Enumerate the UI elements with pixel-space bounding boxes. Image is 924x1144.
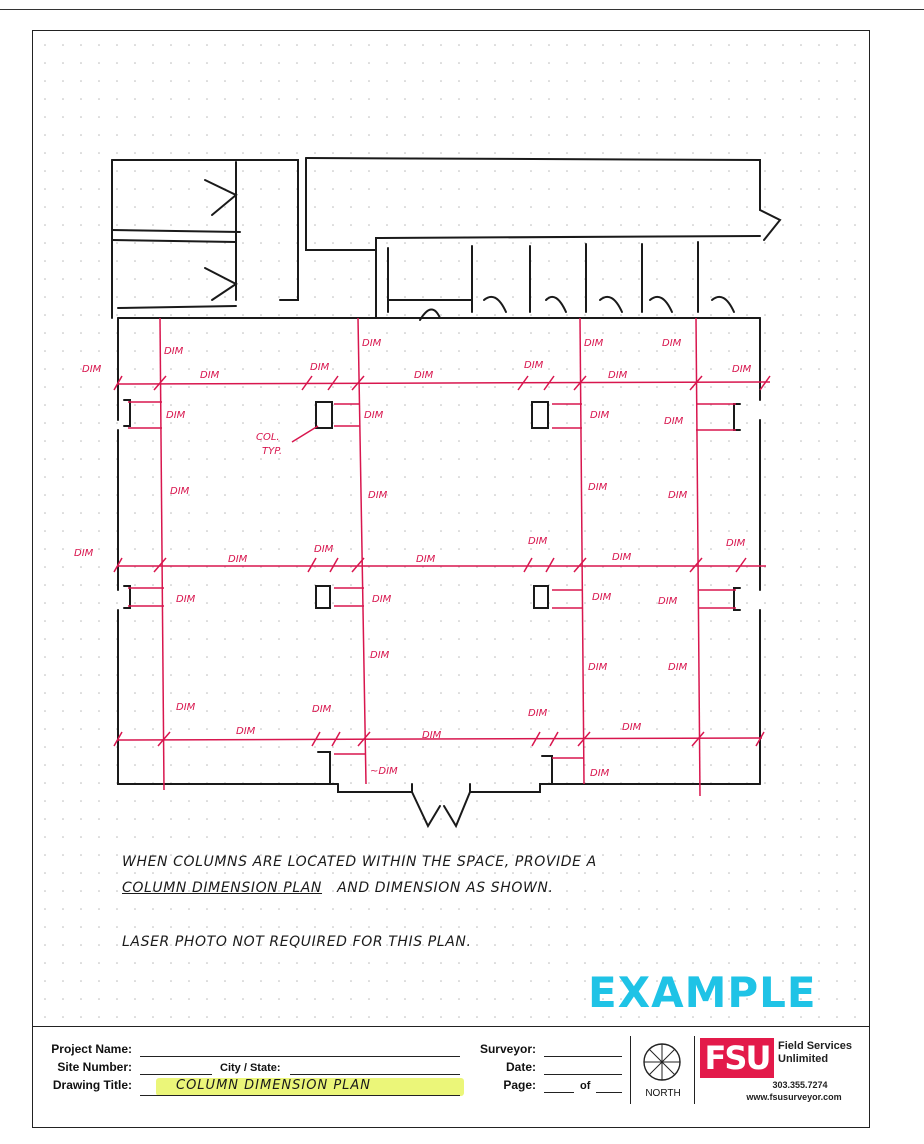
drawing-title-line (140, 1095, 460, 1096)
dim-label: DIM (664, 416, 684, 427)
city-state-line (290, 1074, 460, 1075)
dim-label: DIM (588, 662, 608, 673)
company-name-line-2: Unlimited (778, 1053, 829, 1065)
dim-label: DIM (362, 338, 382, 349)
note-line-3: LASER PHOTO NOT REQUIRED FOR THIS PLAN. (122, 934, 472, 950)
dim-label: DIM (176, 594, 196, 605)
grid-line-v3 (579, 317, 585, 785)
dim-label: DIM (528, 536, 548, 547)
north-arrow-icon (643, 1043, 681, 1081)
dim-label: DIM (166, 410, 186, 421)
project-name-label: Project Name: (51, 1042, 132, 1056)
callout-col: COL. (256, 432, 280, 443)
dim-label: DIM (588, 482, 608, 493)
grid-line-h3 (117, 737, 763, 741)
surveyor-label: Surveyor: (479, 1042, 536, 1056)
date-label: Date: (505, 1060, 536, 1074)
dim-label: DIM (608, 370, 628, 381)
of-label: of (580, 1080, 591, 1092)
dim-label: DIM (524, 360, 544, 371)
dim-label: DIM (414, 370, 434, 381)
dim-label: DIM (312, 704, 332, 715)
dim-label: DIM (668, 662, 688, 673)
page-top-rule (0, 9, 924, 10)
drawing-title-value: COLUMN DIMENSION PLAN (176, 1078, 372, 1093)
dim-label: DIM (612, 552, 632, 563)
dim-label: DIM (228, 554, 248, 565)
dot-grid (34, 32, 868, 1026)
callout-typ: TYP. (262, 446, 282, 457)
north-label: NORTH (645, 1088, 681, 1099)
dim-label: DIM (662, 338, 682, 349)
dim-label: DIM (200, 370, 220, 381)
drawing-title-highlight (156, 1078, 464, 1096)
dim-label: DIM (416, 554, 436, 565)
dim-label: DIM (176, 702, 196, 713)
example-stamp: EXAMPLE (588, 968, 817, 1017)
grid-line-h1 (117, 381, 771, 385)
drawing-title-label: Drawing Title: (52, 1078, 132, 1092)
dim-label: DIM (584, 338, 604, 349)
dim-label: DIM (732, 364, 752, 375)
dim-label-approx: ~DIM (370, 766, 398, 777)
project-name-line (140, 1056, 460, 1057)
title-block (32, 1026, 870, 1128)
sheet-border (32, 30, 870, 1128)
site-number-line (140, 1074, 212, 1075)
dim-label: DIM (528, 708, 548, 719)
dim-label: DIM (368, 490, 388, 501)
page-line-2 (596, 1092, 622, 1093)
dim-label: DIM (590, 410, 610, 421)
grid-line-v4 (695, 317, 701, 797)
company-phone: 303.355.7274 (772, 1080, 828, 1090)
note-underlined-phrase: COLUMN DIMENSION PLAN (122, 880, 323, 896)
site-number-label: Site Number: (57, 1060, 132, 1074)
dim-label: DIM (236, 726, 256, 737)
note-line-1: WHEN COLUMNS ARE LOCATED WITHIN THE SPAC… (122, 854, 597, 870)
dim-label: DIM (590, 768, 610, 779)
company-name: Field Services Unlimited (778, 1040, 868, 1066)
company-website: www.fsusurveyor.com (746, 1092, 842, 1102)
walls (111, 157, 782, 829)
page-line-1 (544, 1092, 574, 1093)
dim-label: DIM (370, 650, 390, 661)
city-state-label: City / State: (220, 1062, 281, 1074)
dim-label: DIM (310, 362, 330, 373)
dim-label: DIM (364, 410, 384, 421)
grid-line-v1 (159, 317, 165, 791)
divider (630, 1036, 631, 1104)
dim-label: DIM (422, 730, 442, 741)
dim-label: DIM (74, 548, 94, 559)
date-line (544, 1074, 622, 1075)
dim-label: DIM (372, 594, 392, 605)
dim-label: DIM (314, 544, 334, 555)
dim-label: DIM (592, 592, 612, 603)
dim-label: DIM (658, 596, 678, 607)
company-name-line-1: Field Services (778, 1040, 852, 1052)
page-label: Page: (503, 1078, 536, 1092)
surveyor-line (544, 1056, 622, 1057)
dimension-lines (113, 317, 771, 797)
dim-label: DIM (726, 538, 746, 549)
grid-line-v2 (357, 317, 367, 785)
dim-label: DIM (82, 364, 102, 375)
dim-label: DIM (668, 490, 688, 501)
note-line-2: COLUMN DIMENSION PLAN AND DIMENSION AS S… (122, 880, 554, 896)
fsu-logo: FSU (700, 1038, 774, 1078)
dim-label: DIM (622, 722, 642, 733)
dimension-labels: DIM DIM DIM DIM DIM DIM DIM DIM DIM DIM … (74, 338, 752, 779)
dim-label: DIM (164, 346, 184, 357)
note-line-2-rest: AND DIMENSION AS SHOWN. (337, 880, 554, 896)
dim-label: DIM (170, 486, 190, 497)
divider (694, 1036, 695, 1104)
